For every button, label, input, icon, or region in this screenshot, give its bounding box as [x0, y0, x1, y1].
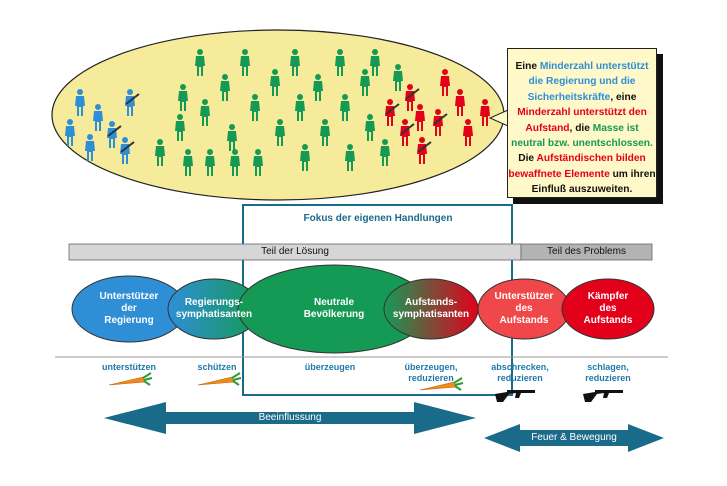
weapon-icon [125, 93, 140, 105]
fire-arrow [484, 424, 664, 452]
node-label-insurgency-fighters: Kämpfer des Aufstands [583, 291, 633, 326]
weapon-icon [107, 125, 122, 137]
weapon-icon [417, 141, 432, 153]
focus-title: Fokus der eigenen Handlungen [303, 213, 453, 224]
weapon-icon [433, 113, 448, 125]
node-insurgency-fighters [561, 278, 655, 340]
action-label: schützen [197, 362, 237, 372]
rifle-icon [495, 390, 535, 402]
rifle-icon [583, 390, 623, 402]
info-text: , die [569, 122, 593, 134]
influence-arrow [104, 402, 476, 434]
population-oval [51, 29, 505, 201]
population-crowd [65, 49, 490, 176]
weapon-icon [400, 123, 415, 135]
weapon-icon [385, 103, 400, 115]
info-text: , eine [610, 91, 637, 103]
bar-problem-label: Teil des Problems [547, 246, 626, 257]
node-label-insurgency-sympathizers: Aufstands- symphatisanten [392, 297, 470, 320]
carrot-icon [197, 372, 242, 386]
node-label-supporters-government: Unterstützer der Regierung [99, 291, 159, 326]
action-label: abschrecken, reduzieren [491, 362, 549, 383]
info-box: Eine Minderzahl unterstützt die Regierun… [507, 48, 657, 198]
info-text-insurgency: Minderzahl unterstützt den Aufstand [517, 107, 647, 134]
info-text: um ihren Einfluß auszuweiten. [531, 168, 656, 196]
influence-arrow-label: Beeinflussung [258, 412, 322, 423]
weapon-icon [120, 141, 135, 153]
node-label-neutral-population: Neutrale Bevölkerung [303, 297, 365, 320]
carrot-icon [108, 372, 153, 386]
info-text: Die [518, 153, 537, 165]
action-label: überzeugen [304, 362, 356, 372]
bar-problem [520, 243, 653, 261]
weapon-icon [405, 88, 420, 100]
info-text-neutral: Masse ist neutral bzw. unentschlossen. [511, 122, 653, 150]
node-label-supporters-insurgency: Unterstützer des Aufstands [494, 291, 554, 326]
info-text-armed: Aufständischen bilden bewaffnete Element… [508, 153, 646, 180]
bar-solution-label: Teil der Lösung [261, 246, 329, 257]
node-label-government-sympathizers: Regierungs- symphatisanten [175, 297, 253, 320]
info-text: Eine [515, 61, 540, 72]
action-label: unterstützen [102, 362, 156, 372]
action-label: überzeugen, reduzieren [404, 362, 458, 383]
action-label: schlagen, reduzieren [585, 362, 631, 383]
info-text-government: Minderzahl unterstützt die Regierung und… [527, 61, 649, 103]
fire-arrow-label: Feuer & Bewegung [531, 432, 617, 443]
